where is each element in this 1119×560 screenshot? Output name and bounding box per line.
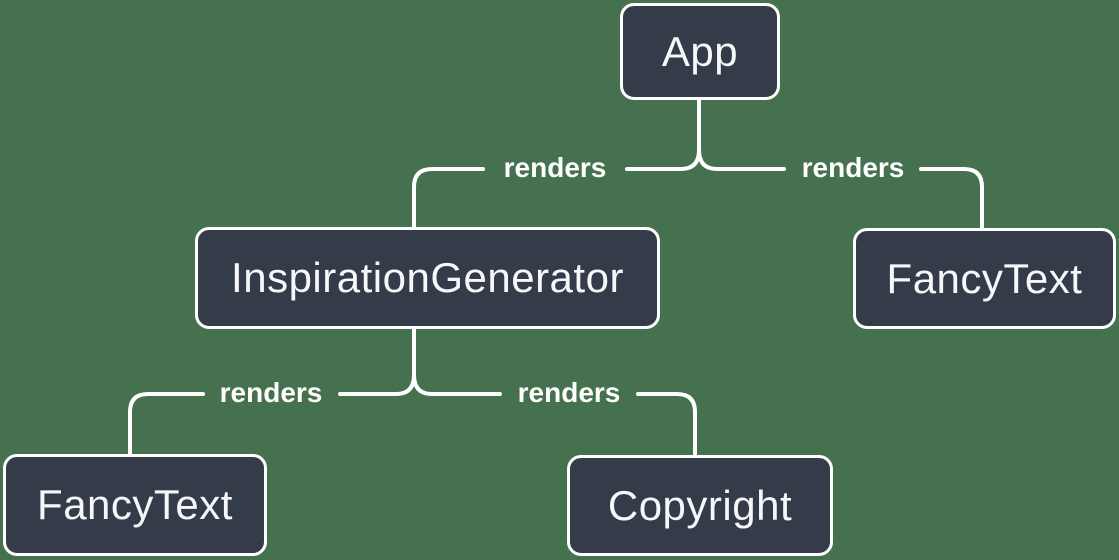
node-fancy-text-left-label: FancyText: [37, 481, 233, 528]
node-fancy-text-right: FancyText: [853, 228, 1116, 329]
node-fancy-text-right-label: FancyText: [886, 254, 1083, 302]
edge-app-fancy-right-down: [919, 167, 984, 230]
node-fancy-text-left: FancyText: [3, 454, 267, 556]
node-app: App: [620, 3, 780, 100]
node-inspiration-generator: InspirationGenerator: [195, 227, 660, 329]
node-inspiration-generator-label: InspirationGenerator: [231, 254, 624, 301]
edge-ig-copyright-curve: [412, 373, 502, 396]
edge-ig-fancy-left-down: [128, 392, 205, 456]
edge-label-inspirationgenerator-copyright: renders: [517, 377, 621, 408]
edge-app-ig-left-curve: [625, 148, 701, 171]
edge-ig-copyright-down: [636, 392, 697, 456]
edge-ig-fancy-left-curve: [338, 373, 416, 396]
node-copyright: Copyright: [567, 455, 833, 556]
edge-app-ig-down: [412, 167, 485, 229]
edge-label-inspirationgenerator-fancytext: renders: [219, 377, 323, 408]
node-app-label: App: [661, 27, 739, 75]
edge-app-fancy-right-curve: [697, 148, 786, 171]
edge-label-app-inspirationgenerator: renders: [503, 152, 607, 183]
node-copyright-label: Copyright: [607, 481, 793, 529]
edge-label-app-fancytext: renders: [801, 152, 905, 183]
